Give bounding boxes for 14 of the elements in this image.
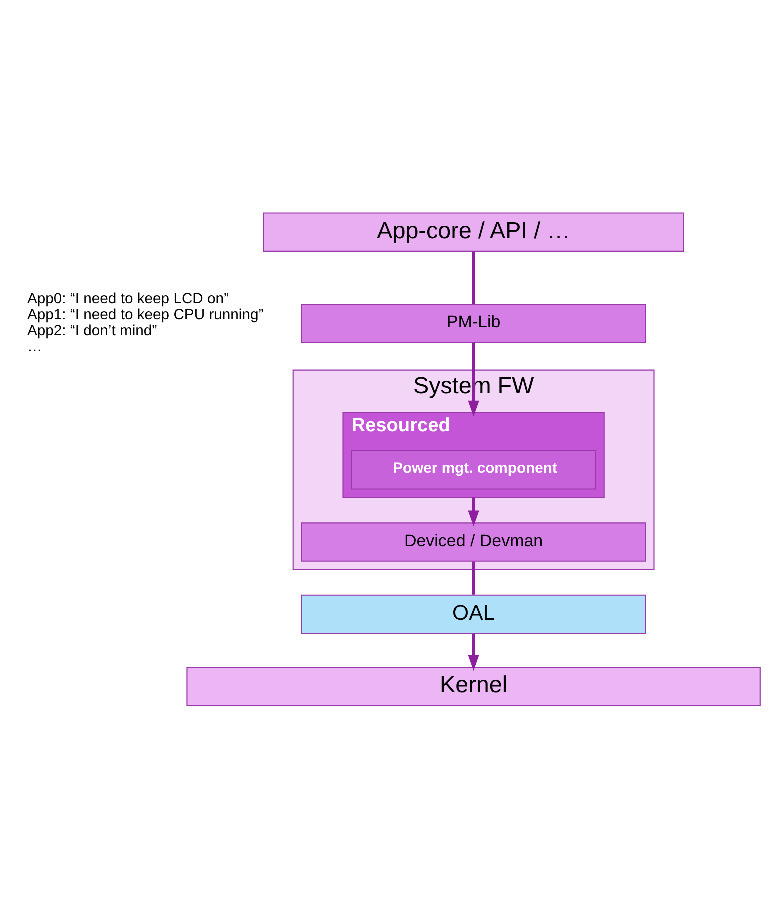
node-box: Power mgt. component	[351, 450, 596, 490]
label: …	[27, 338, 42, 355]
label: App0: “I need to keep LCD on”	[27, 291, 230, 308]
label: App1: “I need to keep CPU running”	[27, 307, 264, 324]
arrow	[468, 633, 480, 671]
node-box: Deviced / Devman	[301, 522, 646, 562]
label: App2: “I don’t mind”	[27, 323, 158, 340]
node-box: PM-Lib	[301, 304, 646, 343]
node-box: OAL	[301, 594, 646, 634]
node-box: App-core / API / …	[263, 212, 684, 252]
arrow	[468, 497, 480, 526]
node-box: Kernel	[186, 666, 761, 706]
connector	[472, 561, 476, 594]
connector	[472, 251, 476, 304]
